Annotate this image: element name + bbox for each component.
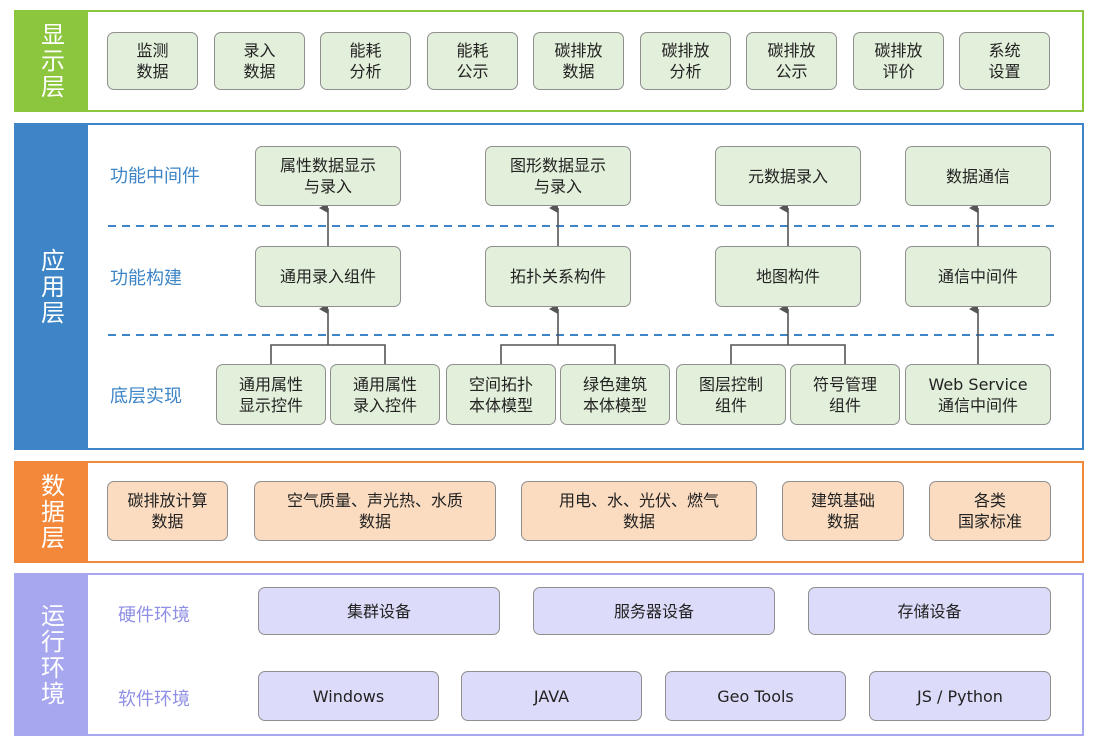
hw-cluster[interactable]: 集群设备 — [258, 587, 500, 635]
impl-green-building-model[interactable]: 绿色建筑 本体模型 — [560, 364, 670, 425]
app-layer-title: 应用层 — [14, 123, 88, 450]
display-layer-title: 显示层 — [14, 10, 88, 112]
display-item-carbon-public[interactable]: 碳排放 公示 — [746, 32, 837, 90]
row-label-hardware: 硬件环境 — [118, 605, 190, 626]
display-item-carbon-analysis[interactable]: 碳排放 分析 — [640, 32, 731, 90]
middleware-attribute-display[interactable]: 属性数据显示 与录入 — [255, 146, 401, 206]
hw-storage[interactable]: 存储设备 — [808, 587, 1051, 635]
build-entry-component[interactable]: 通用录入组件 — [255, 246, 401, 307]
impl-spatial-topology-model[interactable]: 空间拓扑 本体模型 — [446, 364, 556, 425]
sw-java[interactable]: JAVA — [461, 671, 642, 721]
display-item-system-settings[interactable]: 系统 设置 — [959, 32, 1050, 90]
middleware-metadata-entry[interactable]: 元数据录入 — [715, 146, 861, 206]
data-layer-title: 数据层 — [14, 461, 88, 563]
build-map-component[interactable]: 地图构件 — [715, 246, 861, 307]
impl-attr-entry-control[interactable]: 通用属性 录入控件 — [330, 364, 440, 425]
impl-attr-display-control[interactable]: 通用属性 显示控件 — [216, 364, 326, 425]
display-item-energy-public[interactable]: 能耗 公示 — [427, 32, 518, 90]
impl-symbol-management[interactable]: 符号管理 组件 — [790, 364, 900, 425]
sw-js-python[interactable]: JS / Python — [869, 671, 1051, 721]
row-label-software: 软件环境 — [118, 689, 190, 710]
build-topology-component[interactable]: 拓扑关系构件 — [485, 246, 631, 307]
display-item-carbon-evaluation[interactable]: 碳排放 评价 — [853, 32, 944, 90]
row-label-build: 功能构建 — [110, 268, 182, 289]
middleware-data-communication[interactable]: 数据通信 — [905, 146, 1051, 206]
display-item-energy-analysis[interactable]: 能耗 分析 — [320, 32, 411, 90]
row-label-middleware: 功能中间件 — [110, 166, 200, 187]
bracket-impl-3 — [730, 344, 846, 364]
display-item-carbon-data[interactable]: 碳排放 数据 — [533, 32, 624, 90]
display-item-monitor-data[interactable]: 监测 数据 — [107, 32, 198, 90]
data-utilities[interactable]: 用电、水、光伏、燃气 数据 — [521, 481, 757, 541]
data-building-basic[interactable]: 建筑基础 数据 — [782, 481, 904, 541]
build-comm-middleware[interactable]: 通信中间件 — [905, 246, 1051, 307]
impl-web-service[interactable]: Web Service 通信中间件 — [905, 364, 1051, 425]
hw-server[interactable]: 服务器设备 — [533, 587, 775, 635]
middleware-graphic-display[interactable]: 图形数据显示 与录入 — [485, 146, 631, 206]
bracket-impl-2 — [500, 344, 616, 364]
display-item-entry-data[interactable]: 录入 数据 — [214, 32, 305, 90]
impl-layer-control[interactable]: 图层控制 组件 — [676, 364, 786, 425]
data-carbon-calc[interactable]: 碳排放计算 数据 — [107, 481, 228, 541]
sw-windows[interactable]: Windows — [258, 671, 439, 721]
data-air-quality[interactable]: 空气质量、声光热、水质 数据 — [254, 481, 496, 541]
data-national-standards[interactable]: 各类 国家标准 — [929, 481, 1051, 541]
runtime-layer-title: 运行环境 — [14, 573, 88, 736]
sw-geotools[interactable]: Geo Tools — [665, 671, 846, 721]
row-label-impl: 底层实现 — [110, 386, 182, 407]
bracket-impl-1 — [270, 344, 386, 364]
